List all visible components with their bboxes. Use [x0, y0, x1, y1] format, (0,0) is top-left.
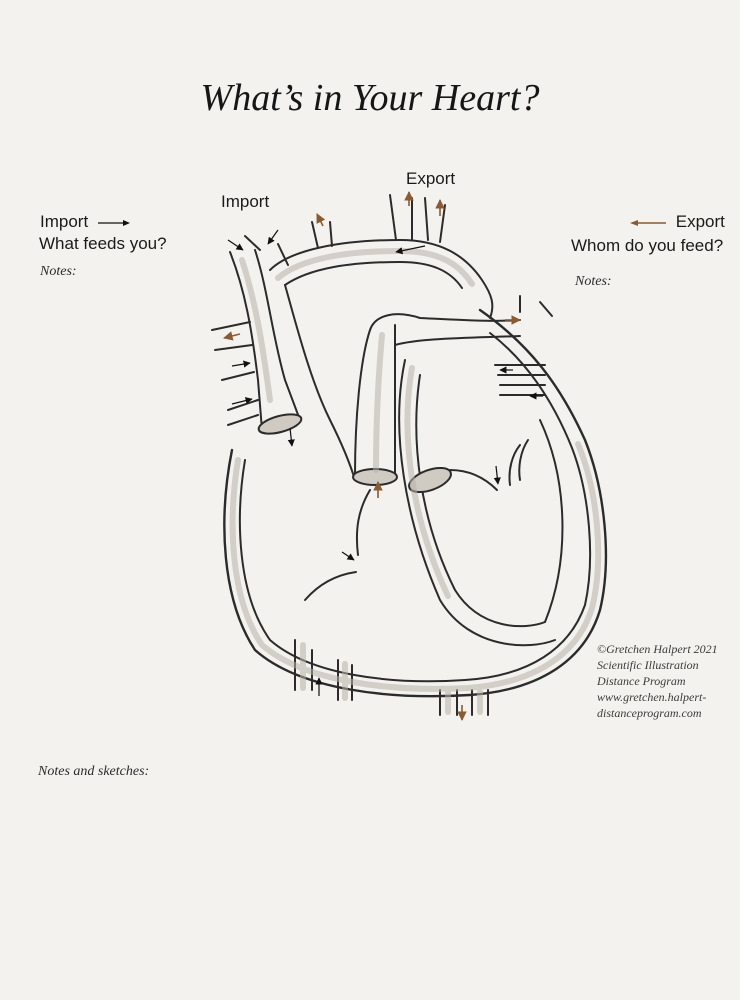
export-top-label: Export: [406, 169, 456, 188]
import-arrow-10: [341, 551, 355, 561]
import-arrow-4: [231, 360, 251, 368]
arrow-left-brown-icon: [630, 219, 666, 226]
import-arrow-3: [395, 245, 426, 255]
export-arrow-left: [223, 331, 241, 341]
import-left-question: What feeds you?: [39, 234, 167, 253]
export-arrow-arch: [316, 213, 326, 227]
credit-line: ©Gretchen Halpert 2021: [597, 642, 718, 656]
import-arrow-1: [227, 239, 244, 251]
credit-line: distanceprogram.com: [597, 706, 702, 720]
notes-right-label: Notes:: [575, 274, 612, 289]
heart-outer-wall: [223, 308, 608, 698]
import-top-label: Import: [221, 192, 270, 211]
septum: [398, 359, 556, 647]
export-right-text: Export: [675, 212, 725, 231]
credit-block: ©Gretchen Halpert 2021 Scientific Illust…: [597, 641, 718, 721]
arrow-right-icon: [97, 219, 130, 226]
aortic-arch: [269, 239, 494, 319]
notes-left-label: Notes:: [40, 264, 77, 279]
credit-line: Scientific Illustration: [597, 658, 699, 672]
import-arrow-2: [267, 229, 279, 245]
heart-inner-wall: [238, 332, 592, 683]
import-arrow-5: [231, 397, 253, 405]
page-title: What’s in Your Heart?: [200, 77, 540, 119]
export-right-question: Whom do you feed?: [571, 236, 724, 255]
import-left-label: Import: [40, 212, 131, 232]
export-right-label: Export: [629, 212, 725, 232]
import-left-text: Import: [40, 212, 89, 231]
import-arrow-9: [493, 465, 501, 485]
import-arrow-8: [287, 427, 295, 447]
credit-line: www.gretchen.halpert-: [597, 690, 707, 704]
superior-vena-cava: [229, 251, 263, 431]
credit-line: Distance Program: [597, 674, 686, 688]
notes-and-sketches-label: Notes and sketches:: [38, 764, 150, 779]
pulmonary-trunk: [354, 329, 371, 476]
